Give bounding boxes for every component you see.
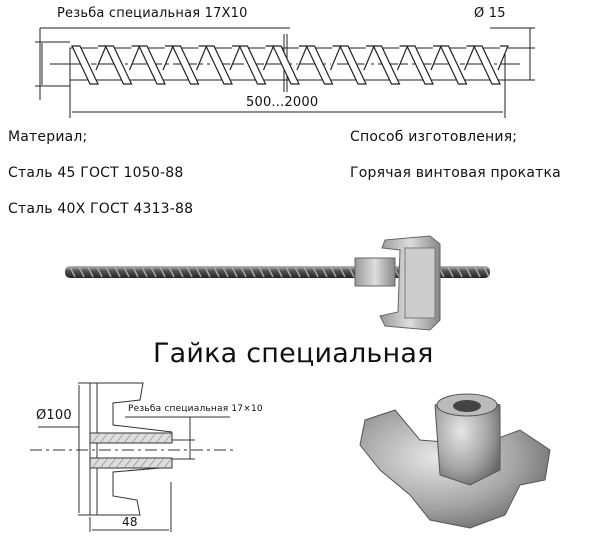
- rod-rib: [159, 266, 166, 278]
- rod-rib: [69, 266, 76, 278]
- thread-coil: [473, 45, 509, 85]
- rod-rib: [78, 266, 85, 278]
- rod-rib: [150, 266, 157, 278]
- material-item: Сталь 45 ГОСТ 1050-88: [8, 165, 184, 181]
- rod-rib: [465, 266, 472, 278]
- manufacturing-heading: Способ изготовления;: [350, 129, 518, 145]
- rod-rib: [276, 266, 283, 278]
- nut-title: Гайка специальная: [153, 338, 434, 369]
- rod-rib: [330, 266, 337, 278]
- rod-rib: [114, 266, 121, 278]
- rod-rib: [141, 266, 148, 278]
- rod-rib: [483, 266, 490, 278]
- rod-rib: [132, 266, 139, 278]
- nut-length-label: 48: [122, 515, 138, 529]
- material-item: Сталь 40Х ГОСТ 4313-88: [8, 201, 194, 217]
- rod-rib: [258, 266, 265, 278]
- rod-rib: [222, 266, 229, 278]
- rod-rib: [321, 266, 328, 278]
- rod-rib: [474, 266, 481, 278]
- rod-rib: [267, 266, 274, 278]
- rod-rib: [294, 266, 301, 278]
- material-heading: Материал;: [8, 129, 88, 145]
- rod-rib: [456, 266, 463, 278]
- nut-thread-label: Резьба специальная 17×10: [128, 404, 263, 414]
- rod-rib: [213, 266, 220, 278]
- thread-label: Резьба специальная 17Х10: [57, 6, 248, 21]
- manufacturing-method: Горячая винтовая прокатка: [350, 165, 561, 181]
- rod-rib: [312, 266, 319, 278]
- rod-rib: [105, 266, 112, 278]
- rod-rib: [123, 266, 130, 278]
- rod-rib: [204, 266, 211, 278]
- rod-rib: [177, 266, 184, 278]
- rod-rib: [195, 266, 202, 278]
- rod-rib: [249, 266, 256, 278]
- rod-rib: [168, 266, 175, 278]
- nut-diameter-label: Ø100: [36, 408, 72, 423]
- rod-rib: [348, 266, 355, 278]
- diameter-label: Ø 15: [474, 6, 506, 21]
- rod-rib: [231, 266, 238, 278]
- rod-rib: [447, 266, 454, 278]
- rod-rib: [303, 266, 310, 278]
- rod-rib: [339, 266, 346, 278]
- rod-rib: [186, 266, 193, 278]
- length-label: 500...2000: [246, 95, 319, 110]
- rod-rib: [96, 266, 103, 278]
- rod-rib: [285, 266, 292, 278]
- rod-rib: [240, 266, 247, 278]
- rod-rib: [87, 266, 94, 278]
